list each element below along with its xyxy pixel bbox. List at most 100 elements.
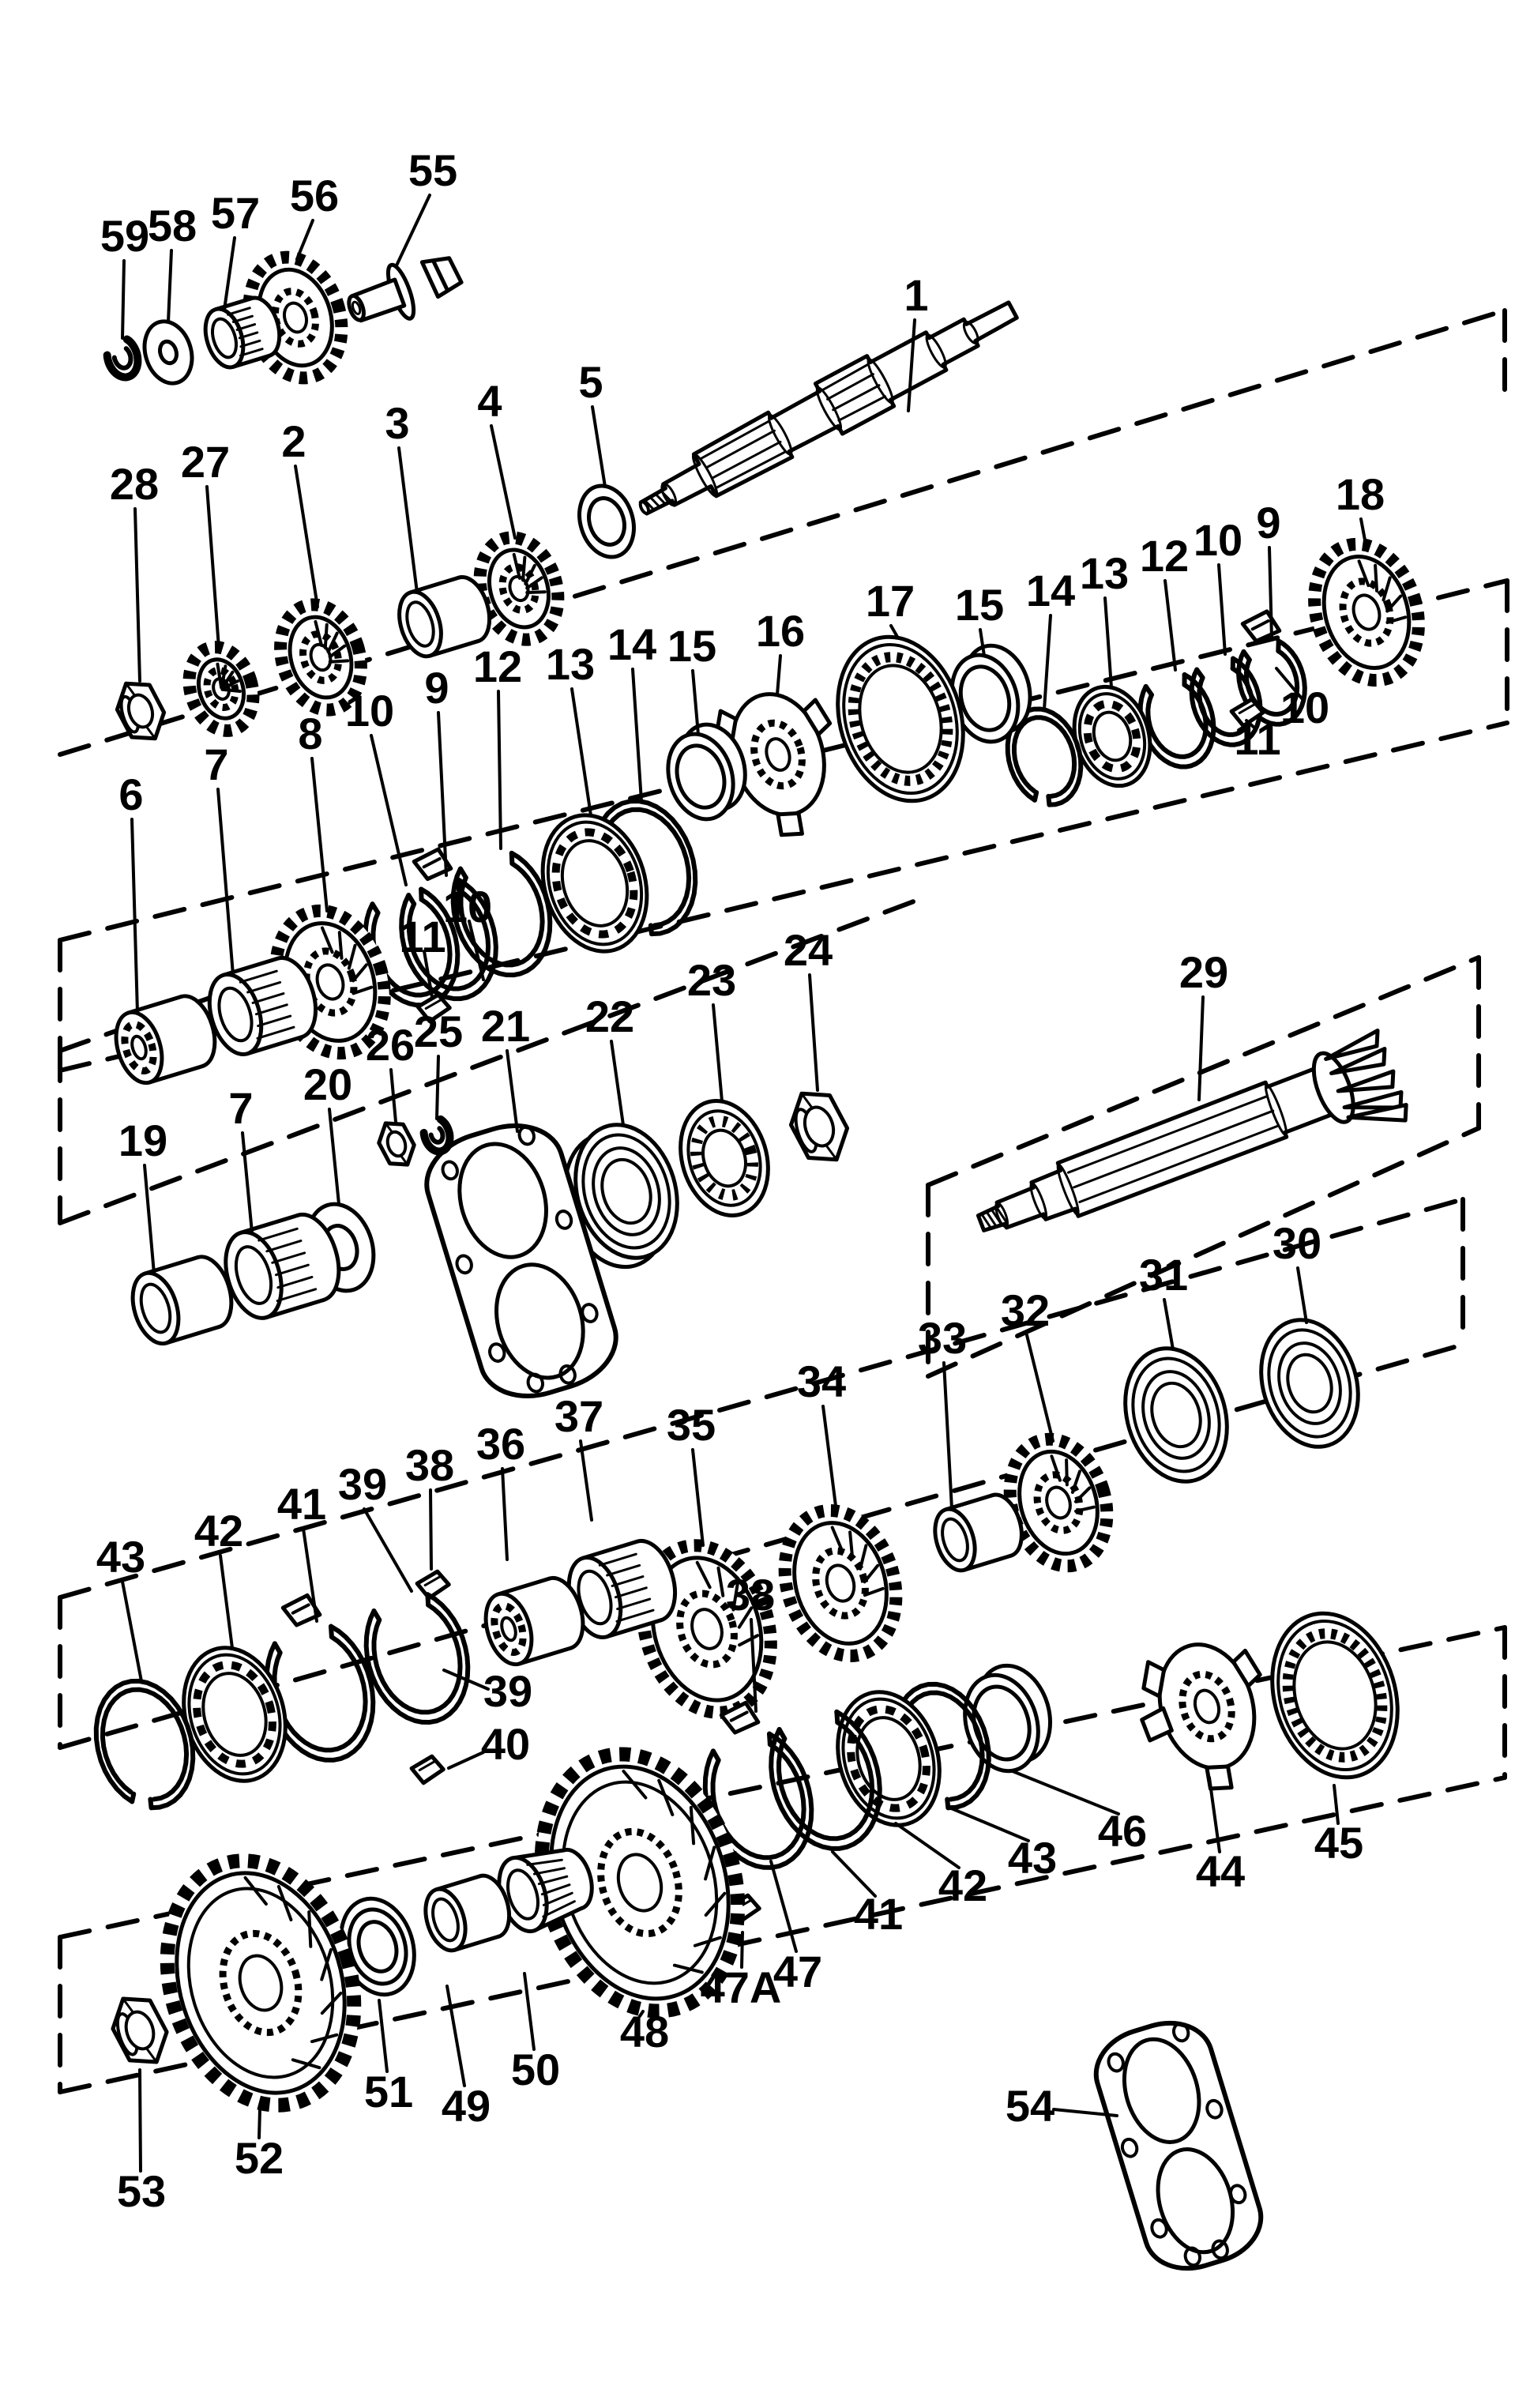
part-number-32: 32 [1001,1285,1050,1335]
part-39a [363,1592,471,1725]
part-42a [182,1646,288,1783]
part-number-6: 6 [118,769,143,819]
leader-34 [821,1405,838,1514]
leader-17 [889,624,899,638]
leader-29 [1197,995,1205,1101]
part-number-24: 24 [784,925,833,975]
leader-23 [712,1003,724,1103]
leader-30 [1296,1266,1308,1324]
leader-35 [691,1448,705,1547]
part-32 [1003,1432,1114,1573]
part-number-38: 38 [726,1570,775,1620]
leader-56 [295,219,314,261]
leader-53 [138,2068,142,2173]
part-2 [274,598,367,717]
leader-51 [378,1999,389,2073]
part-number-2: 2 [281,416,306,466]
part-46 [963,1663,1053,1774]
part-number-14: 14 [1026,566,1075,615]
part-number-9: 9 [1256,498,1280,547]
leader-12 [497,690,502,850]
leader-15 [691,669,700,736]
part-number-47: 47 [773,1947,822,1996]
leader-42 [894,1822,961,1869]
leader-7 [241,1131,254,1234]
part-40 [409,1754,445,1785]
part-number-15: 15 [667,621,716,671]
part-number-17: 17 [866,576,915,626]
leader-3 [397,446,419,594]
leader-16 [776,654,782,696]
part-12a [450,850,553,978]
leader-25 [435,1055,440,1120]
leader-10 [1275,667,1303,700]
part-number-47A: 47A [701,1962,782,2012]
part-15a [666,722,747,822]
leader-10 [370,734,408,886]
part-17 [836,634,965,803]
part-number-55: 55 [408,145,457,195]
part-number-42: 42 [938,1861,987,1910]
part-number-43: 43 [1008,1833,1057,1883]
leader-50 [523,1972,536,2051]
part-29 [976,1028,1408,1232]
leader-31 [1163,1298,1175,1351]
leader-6 [130,818,139,1014]
part-number-39: 39 [338,1459,387,1509]
part-number-3: 3 [385,398,409,448]
leader-8 [310,757,329,912]
leader-46 [1011,1770,1120,1815]
leader-9 [1268,546,1273,640]
part-number-44: 44 [1196,1846,1245,1896]
leader-18 [1359,517,1367,546]
leader-43 [121,1580,143,1683]
part-number-58: 58 [148,201,197,250]
part-number-13: 13 [1080,548,1129,598]
part-number-13: 13 [546,639,595,689]
part-number-11: 11 [399,912,445,961]
part-number-1: 1 [904,270,928,320]
leader-45 [1333,1784,1340,1825]
leader-10 [468,920,485,981]
part-59 [103,335,142,382]
part-21 [424,1123,618,1398]
part-41a [264,1593,376,1763]
part-11L [415,992,452,1024]
part-22 [562,1123,679,1270]
part-14b [1005,706,1084,807]
part-number-23: 23 [687,955,736,1005]
leader-38 [750,1618,758,1713]
part-53 [111,1996,169,2064]
part-number-20: 20 [303,1059,352,1109]
leader-1 [907,318,916,412]
part-45 [1270,1611,1400,1780]
leader-41 [831,1850,877,1898]
part-52 [160,1853,362,2113]
part-number-7: 7 [204,739,228,789]
part-number-57: 57 [211,188,260,238]
part-7 [207,955,318,1057]
part-number-10: 10 [345,686,394,736]
leader-33 [942,1361,953,1511]
part-27 [182,641,260,737]
part-number-5: 5 [578,357,603,407]
part-33 [933,1492,1024,1573]
part-43a [93,1678,196,1811]
part-number-54: 54 [1006,2081,1054,2131]
part-number-7: 7 [228,1083,253,1133]
leader-10 [1217,563,1227,656]
part-number-26: 26 [366,1020,415,1070]
leader-37 [579,1439,593,1522]
part-6 [114,994,217,1085]
leader-12 [1164,579,1177,672]
part-19 [130,1255,234,1346]
leader-32 [1025,1334,1054,1443]
leader-5 [591,405,607,488]
leader-36 [501,1467,509,1561]
leader-14 [1043,614,1052,711]
part-number-21: 21 [481,1001,530,1051]
part-3 [397,574,492,659]
part-55 [347,256,464,323]
leader-39 [363,1507,413,1593]
